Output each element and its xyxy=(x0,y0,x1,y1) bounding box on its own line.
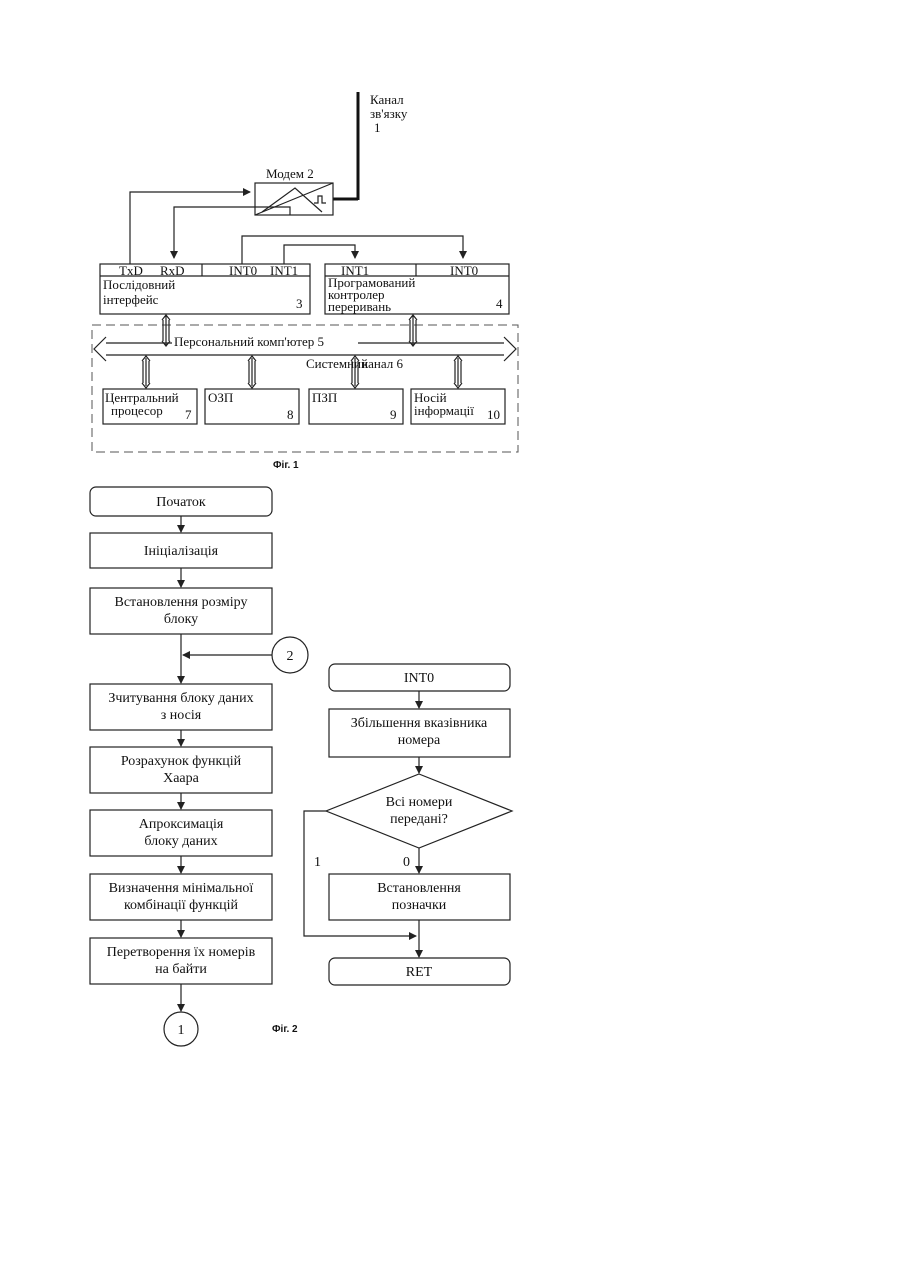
ram-label: ОЗП xyxy=(208,390,233,405)
signal-rxd: RxD xyxy=(160,263,185,278)
serial-label-line2: інтерфейс xyxy=(103,292,159,307)
system-bus-label-b: канал 6 xyxy=(362,356,403,371)
all-sent-decision xyxy=(326,774,512,848)
cpu-number: 7 xyxy=(185,407,192,422)
signal-int1-serial: INT1 xyxy=(270,263,298,278)
connector-2-label: 2 xyxy=(287,649,294,664)
read-block-line2: з носія xyxy=(161,708,202,723)
figure-2-caption: Фіг. 2 xyxy=(272,1024,298,1035)
ram-block: ОЗП 8 xyxy=(205,389,299,424)
read-block-line1: Зчитування блоку даних xyxy=(108,691,253,706)
approx-line2: блоку даних xyxy=(144,834,217,849)
signal-txd: TxD xyxy=(119,263,143,278)
rom-block: ПЗП 9 xyxy=(309,389,403,424)
communication-channel: Канал зв'язку 1 xyxy=(333,92,408,200)
modem-label: Модем 2 xyxy=(266,166,314,181)
signal-int0-serial: INT0 xyxy=(229,263,257,278)
storage-block: Носій інформації 10 xyxy=(411,389,505,424)
int0-label: INT0 xyxy=(404,671,434,686)
convert-line2: на байти xyxy=(155,962,207,977)
serial-interface-block: TxD RxD INT0 INT1 Послідовний інтерфейс … xyxy=(100,263,310,314)
channel-label-line1: Канал xyxy=(370,92,404,107)
decision-line1: Всі номери xyxy=(386,795,453,810)
set-flag-line1: Встановлення xyxy=(377,881,461,896)
channel-number: 1 xyxy=(374,120,381,135)
rom-label: ПЗП xyxy=(312,390,337,405)
figure-1-caption: Фіг. 1 xyxy=(273,460,299,471)
cpu-block: Центральний процесор 7 xyxy=(103,389,197,424)
block-size-line2: блоку xyxy=(164,612,198,627)
pic-label-line3: переривань xyxy=(328,299,391,314)
block-size-line1: Встановлення розміру xyxy=(115,595,248,610)
bus-connectors-bottom xyxy=(142,356,462,388)
convert-line1: Перетворення їх номерів xyxy=(107,945,256,960)
inc-ptr-line1: Збільшення вказівника xyxy=(351,716,488,731)
yes-label: 1 xyxy=(314,855,321,870)
decision-line2: передані? xyxy=(390,812,448,827)
set-flag-line2: позначки xyxy=(392,898,447,913)
ret-label: RET xyxy=(406,965,433,980)
signal-int0-pic: INT0 xyxy=(450,263,478,278)
start-label: Початок xyxy=(156,495,206,510)
pc-bus: Персональний комп'ютер 5 xyxy=(94,334,516,361)
haar-line2: Хаара xyxy=(163,771,200,786)
figure-2-flowchart: Початок Ініціалізація Встановлення розмі… xyxy=(90,487,512,1046)
no-label: 0 xyxy=(403,855,410,870)
min-comb-line2: комбінації функцій xyxy=(124,898,239,913)
interrupt-controller-block: INT1 INT0 Програмований контролер перери… xyxy=(325,263,509,314)
serial-number: 3 xyxy=(296,296,303,311)
figure-1-block-diagram: Канал зв'язку 1 Модем 2 TxD RxD INT0 xyxy=(92,92,518,471)
serial-label-line1: Послідовний xyxy=(103,277,175,292)
txd-line xyxy=(130,192,250,264)
storage-label-line2: інформації xyxy=(414,403,474,418)
rom-number: 9 xyxy=(390,407,397,422)
modem-block: Модем 2 xyxy=(255,166,333,215)
pic-number: 4 xyxy=(496,296,503,311)
int0-line xyxy=(242,236,463,264)
connector-1-label: 1 xyxy=(178,1023,185,1038)
channel-label-line2: зв'язку xyxy=(370,106,408,121)
ram-number: 8 xyxy=(287,407,294,422)
pc-label: Персональний комп'ютер 5 xyxy=(174,334,324,349)
inc-ptr-line2: номера xyxy=(398,733,441,748)
init-label: Ініціалізація xyxy=(144,544,219,559)
haar-line1: Розрахунок функцій xyxy=(121,754,242,769)
int1-line xyxy=(284,245,355,264)
approx-line1: Апроксимація xyxy=(139,817,224,832)
storage-number: 10 xyxy=(487,407,500,422)
min-comb-line1: Визначення мінімальної xyxy=(109,881,254,896)
system-bus-label-a: Системний xyxy=(306,356,368,371)
cpu-label-line2: процесор xyxy=(111,403,163,418)
